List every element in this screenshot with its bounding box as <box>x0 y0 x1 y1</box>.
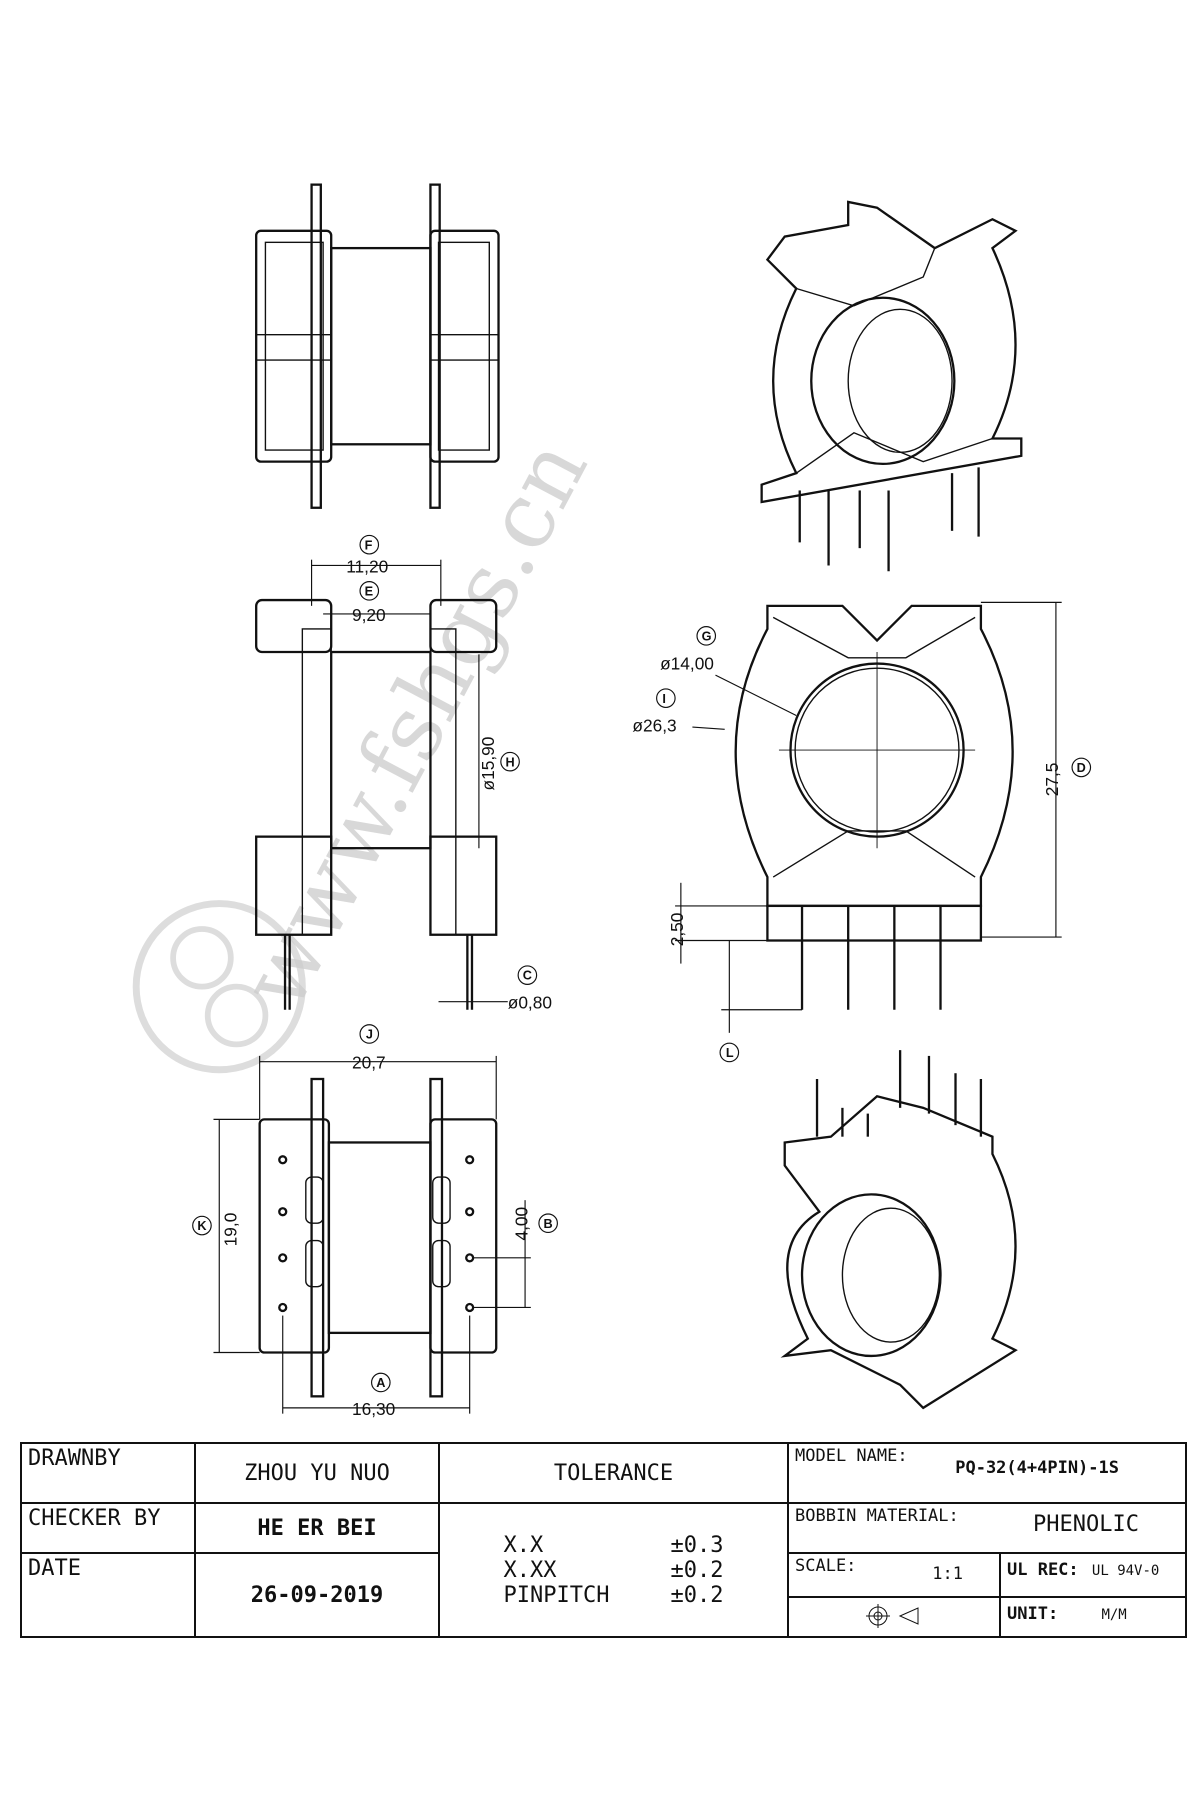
tol-value: ±0.2 <box>670 1557 724 1583</box>
bottom-view: J 20,7 19,0 K 4,00 B A 16,30 <box>192 1024 558 1419</box>
bubble-B: B <box>544 1217 553 1231</box>
material-value: PHENOLIC <box>1033 1512 1139 1537</box>
bubble-I: I <box>662 692 666 706</box>
bubble-H: H <box>505 755 514 769</box>
dim-E: 9,20 <box>352 605 386 625</box>
side-view: F 11,20 E 9,20 ø15,90 H C ø0,80 <box>255 534 552 1013</box>
ul-value: UL 94V-0 <box>1091 1563 1160 1579</box>
tol-value: ±0.3 <box>670 1532 724 1558</box>
bubble-K: K <box>197 1219 207 1233</box>
tolerance-label: TOLERANCE <box>438 1442 789 1504</box>
tol-format: PINPITCH <box>503 1582 610 1608</box>
dim-B: 4,00 <box>511 1207 531 1241</box>
bubble-F: F <box>365 538 373 552</box>
material-label: BOBBIN MATERIAL: <box>795 1506 959 1526</box>
isometric-view-bottom <box>780 1050 1018 1410</box>
date-label: DATE <box>20 1552 196 1638</box>
tol-format: X.XX <box>503 1557 557 1583</box>
ul-unit-cell: UL REC: UL 94V-0 UNIT: M/M <box>999 1552 1187 1638</box>
scale-value: 1:1 <box>932 1564 963 1584</box>
dim-I: ø26,3 <box>632 716 676 736</box>
front-view: G ø14,00 I ø26,3 27,5 D 2,50 L <box>632 601 1092 1063</box>
dim-D: 27,5 <box>1042 763 1062 797</box>
dim-C: ø0,80 <box>508 993 552 1013</box>
date-value: 26-09-2019 <box>194 1552 440 1638</box>
bubble-A: A <box>376 1376 385 1390</box>
bubble-J: J <box>366 1028 373 1042</box>
dim-A: 16,30 <box>352 1399 395 1419</box>
model-cell: MODEL NAME: PQ-32(4+4PIN)-1S <box>787 1442 1187 1504</box>
bubble-D: D <box>1077 761 1086 775</box>
dim-2-50: 2,50 <box>667 913 687 947</box>
material-cell: BOBBIN MATERIAL: PHENOLIC <box>787 1502 1187 1554</box>
tol-value: ±0.2 <box>670 1582 724 1608</box>
unit-value: M/M <box>1101 1607 1127 1623</box>
projection-symbol-icon <box>789 1598 999 1636</box>
scale-label: SCALE: <box>795 1556 857 1576</box>
drawn-by-label: DRAWNBY <box>20 1442 196 1504</box>
isometric-view-top <box>760 200 1023 572</box>
ul-label: UL REC: <box>1007 1560 1079 1580</box>
bubble-L: L <box>726 1046 734 1060</box>
model-label: MODEL NAME: <box>795 1446 908 1466</box>
scale-cell: SCALE: 1:1 <box>787 1552 1001 1638</box>
drawn-by-value: ZHOU YU NUO <box>194 1442 440 1504</box>
checker-label: CHECKER BY <box>20 1502 196 1554</box>
dim-F: 11,20 <box>346 556 388 576</box>
title-block: DRAWNBY ZHOU YU NUO TOLERANCE MODEL NAME… <box>20 1442 1187 1638</box>
dim-K: 19,0 <box>221 1213 241 1247</box>
watermark-logo <box>132 900 306 1074</box>
bubble-G: G <box>702 629 712 643</box>
bubble-E: E <box>365 584 373 598</box>
model-value: PQ-32(4+4PIN)-1S <box>955 1458 1119 1478</box>
dim-J: 20,7 <box>352 1053 386 1073</box>
bubble-C: C <box>523 969 532 983</box>
tolerance-table: X.X ±0.3 X.XX ±0.2 PINPITCH ±0.2 <box>438 1502 789 1638</box>
dim-G: ø14,00 <box>660 653 714 673</box>
unit-label: UNIT: <box>1007 1604 1059 1624</box>
dim-H: ø15,90 <box>478 737 498 791</box>
checker-value: HE ER BEI <box>194 1502 440 1554</box>
top-view <box>255 183 500 509</box>
tol-format: X.X <box>503 1532 544 1558</box>
